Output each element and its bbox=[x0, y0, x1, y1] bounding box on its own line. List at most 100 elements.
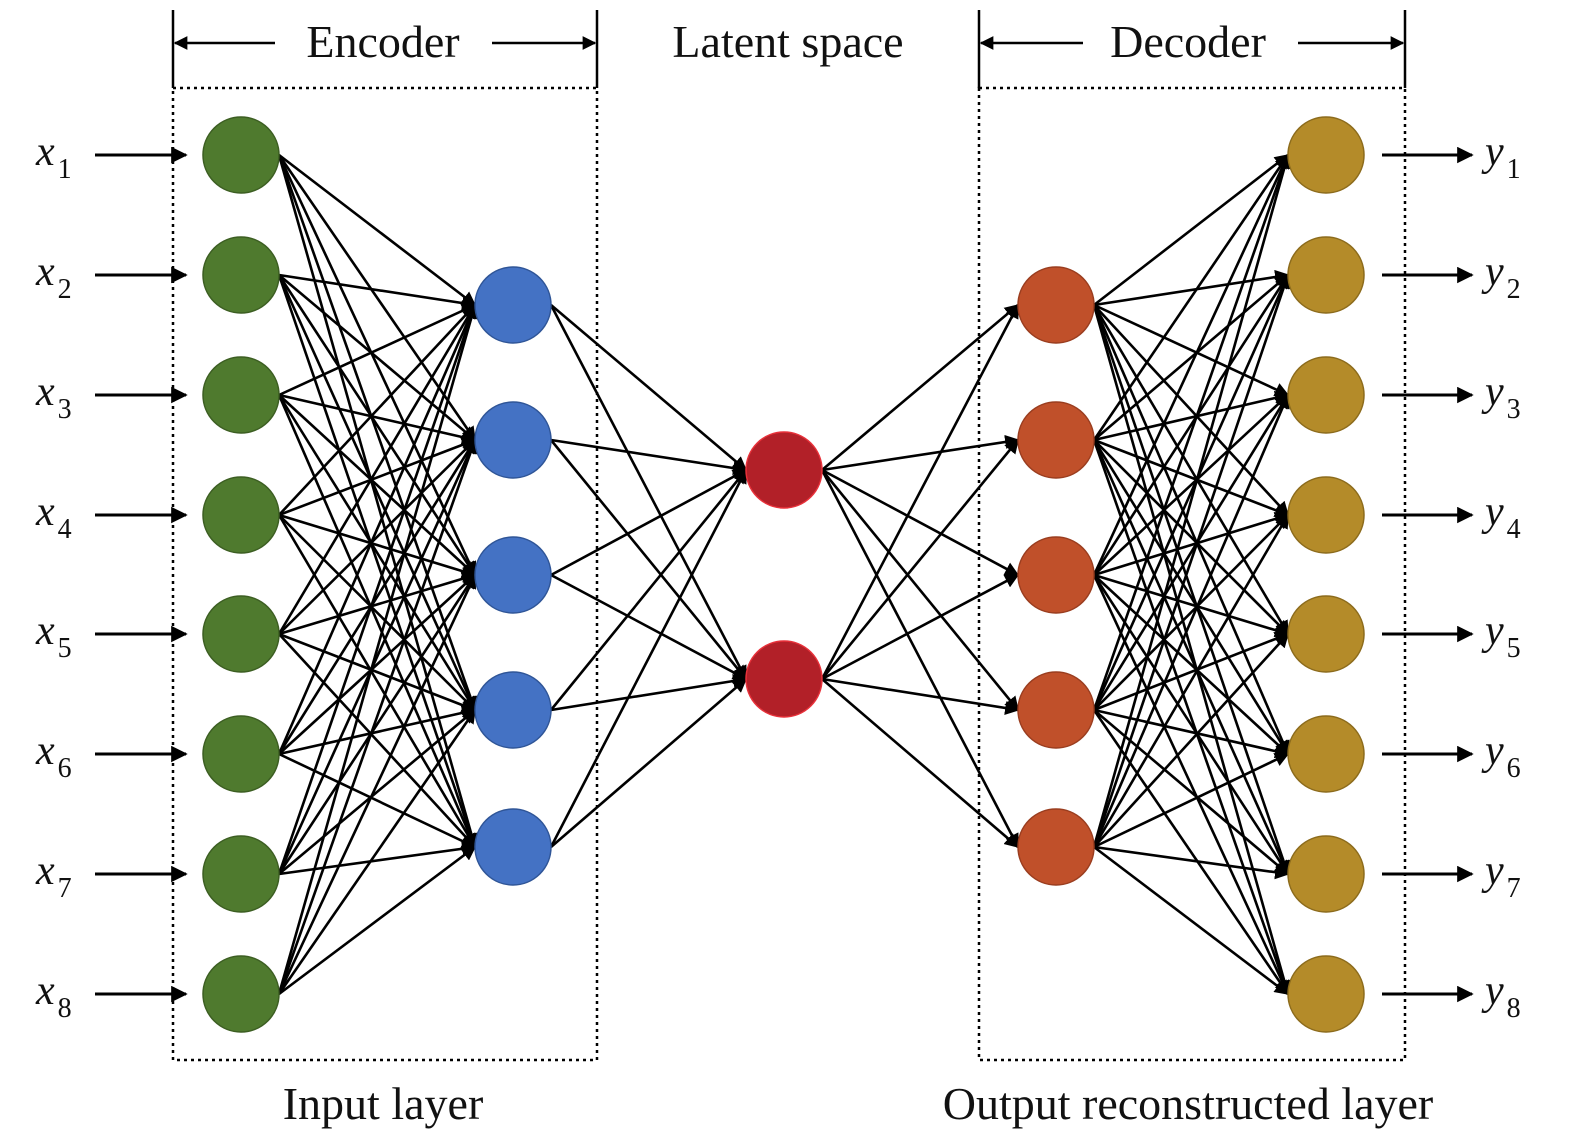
edge-l1-6-to-3 bbox=[278, 574, 477, 755]
edge-l4-3-to-3 bbox=[1093, 394, 1290, 576]
edge-l4-2-to-8 bbox=[1092, 439, 1291, 996]
edge-l1-6-to-5 bbox=[278, 752, 477, 849]
edge-l4-5-to-6 bbox=[1093, 752, 1290, 849]
edge-l1-3-to-5 bbox=[277, 394, 477, 849]
edge-l4-3-to-7 bbox=[1092, 574, 1290, 876]
edge-l4-5-to-7 bbox=[1093, 845, 1290, 880]
edge-l4-1-to-3 bbox=[1093, 303, 1290, 397]
edge-l1-7-to-4 bbox=[278, 709, 477, 875]
edge-l1-2-to-4 bbox=[277, 274, 477, 712]
edge-l4-2-to-2 bbox=[1093, 274, 1290, 441]
output-layer-node-2 bbox=[1287, 236, 1365, 314]
edge-l4-4-to-3 bbox=[1092, 393, 1290, 711]
edge-l4-1-to-2 bbox=[1093, 269, 1290, 307]
edge-l4-3-to-5 bbox=[1093, 573, 1290, 638]
edge-l4-1-to-6 bbox=[1092, 304, 1290, 756]
edge-l4-2-to-4 bbox=[1093, 438, 1290, 518]
decoder-hidden-layer-node-1 bbox=[1017, 266, 1095, 344]
output-layer-node-4 bbox=[1287, 476, 1365, 554]
edge-l4-2-to-5 bbox=[1093, 439, 1290, 636]
edge-l1-5-to-2 bbox=[278, 438, 477, 635]
edge-l3-1-to-4 bbox=[820, 469, 1020, 712]
edge-l1-5-to-3 bbox=[278, 571, 477, 636]
input-layer-node-6 bbox=[202, 715, 280, 793]
encoder-hidden-layer-node-3 bbox=[474, 536, 552, 614]
edge-l4-1-to-1 bbox=[1093, 153, 1290, 307]
edge-l2-3-to-2 bbox=[550, 573, 748, 681]
edge-l1-3-to-4 bbox=[277, 394, 477, 712]
output-layer-node-5 bbox=[1287, 595, 1365, 673]
edge-l2-1-to-2 bbox=[549, 304, 748, 681]
edge-l1-2-to-5 bbox=[277, 274, 478, 849]
edge-l1-2-to-3 bbox=[277, 274, 477, 577]
edge-l4-5-to-3 bbox=[1092, 393, 1290, 848]
edge-l3-1-to-2 bbox=[821, 434, 1020, 472]
edge-l4-4-to-5 bbox=[1093, 632, 1290, 712]
edge-l1-8-to-2 bbox=[277, 438, 478, 995]
edge-l3-2-to-5 bbox=[821, 678, 1020, 848]
connections bbox=[277, 153, 1292, 996]
edge-l4-5-to-8 bbox=[1093, 845, 1290, 996]
edge-l4-3-to-1 bbox=[1092, 153, 1290, 576]
encoder-title: Encoder bbox=[306, 16, 459, 67]
output-layer-caption: Output reconstructed layer bbox=[943, 1078, 1433, 1129]
decoder-bracket bbox=[977, 10, 1407, 88]
edge-l4-5-to-2 bbox=[1092, 273, 1291, 848]
input-layer-node-2 bbox=[202, 236, 280, 314]
input-layer-node-5 bbox=[202, 595, 280, 673]
edge-l4-1-to-5 bbox=[1092, 304, 1290, 636]
edge-l4-4-to-4 bbox=[1093, 513, 1290, 711]
edge-l4-1-to-4 bbox=[1093, 304, 1289, 517]
edge-l1-4-to-4 bbox=[278, 514, 477, 712]
edge-l2-2-to-1 bbox=[550, 438, 748, 476]
edge-l1-1-to-3 bbox=[277, 154, 477, 577]
edge-l1-7-to-1 bbox=[277, 303, 478, 875]
edge-l3-2-to-1 bbox=[820, 303, 1020, 680]
edge-l4-4-to-6 bbox=[1093, 708, 1290, 759]
edge-l3-1-to-3 bbox=[821, 468, 1020, 577]
edge-l2-3-to-1 bbox=[550, 468, 748, 577]
edge-l3-2-to-2 bbox=[820, 438, 1020, 680]
edge-l1-4-to-5 bbox=[277, 514, 477, 849]
decoder-hidden-layer-node-2 bbox=[1017, 401, 1095, 479]
edge-l1-8-to-4 bbox=[277, 708, 477, 995]
edge-l4-5-to-4 bbox=[1092, 513, 1290, 848]
edge-l1-8-to-3 bbox=[277, 573, 477, 995]
input-layer-caption: Input layer bbox=[283, 1078, 484, 1129]
decoder-hidden-layer-node-5 bbox=[1017, 808, 1095, 886]
edge-l4-4-to-1 bbox=[1092, 153, 1291, 711]
edge-l1-8-to-1 bbox=[277, 303, 479, 995]
io-arrows bbox=[95, 146, 1474, 1003]
encoder-box bbox=[171, 86, 599, 1062]
edge-l4-4-to-8 bbox=[1092, 709, 1290, 996]
edge-l2-4-to-1 bbox=[549, 468, 748, 711]
decoder-hidden-layer-node-4 bbox=[1017, 671, 1095, 749]
edge-l4-5-to-1 bbox=[1092, 153, 1292, 848]
edge-l4-1-to-8 bbox=[1092, 304, 1292, 996]
edge-l2-2-to-2 bbox=[549, 439, 748, 681]
edge-l2-5-to-1 bbox=[549, 468, 748, 848]
edge-l1-8-to-5 bbox=[278, 845, 477, 996]
edge-l1-6-to-4 bbox=[278, 705, 477, 756]
edge-l3-2-to-4 bbox=[821, 677, 1020, 716]
neurons bbox=[202, 116, 1365, 1033]
latent-space-title: Latent space bbox=[672, 16, 903, 67]
edge-l1-4-to-2 bbox=[278, 437, 477, 517]
edge-l4-2-to-6 bbox=[1092, 439, 1290, 756]
edge-l1-4-to-3 bbox=[278, 513, 477, 579]
edge-l1-6-to-1 bbox=[277, 303, 477, 755]
edge-l4-3-to-8 bbox=[1092, 574, 1290, 996]
latent-layer-node-2 bbox=[745, 640, 823, 718]
